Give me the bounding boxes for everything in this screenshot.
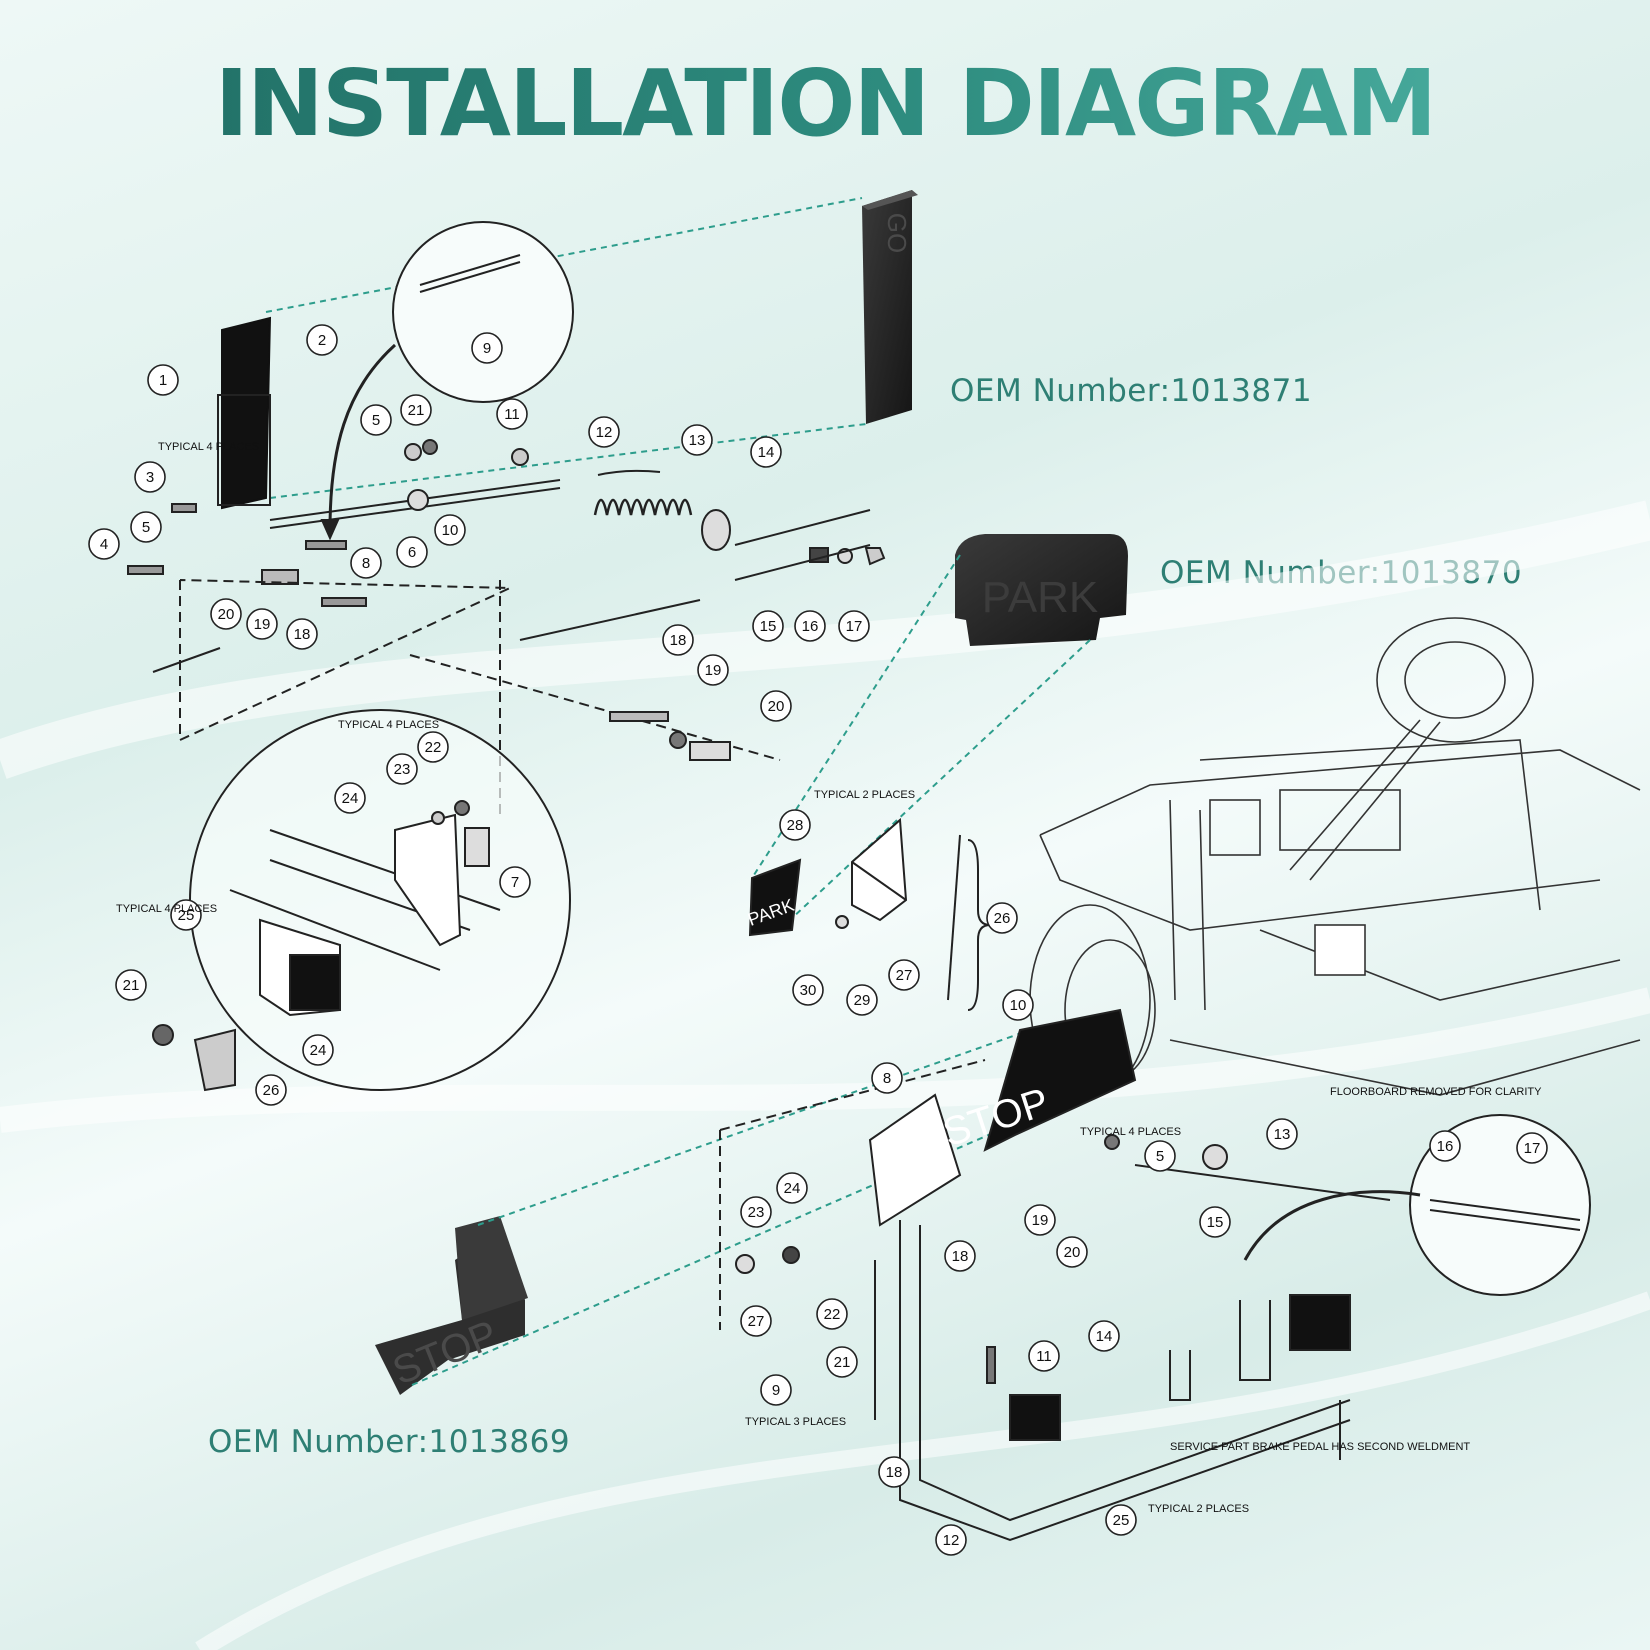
brake-assembly — [719, 1008, 1591, 1542]
svg-text:21: 21 — [123, 977, 140, 994]
svg-text:19: 19 — [705, 662, 722, 679]
svg-text:TYPICAL 4 PLACES: TYPICAL 4 PLACES — [116, 903, 217, 915]
accelerator-callout-numbers: 1 2 3 4 5 5 6 8 9 10 11 12 13 14 15 16 1… — [100, 332, 863, 1099]
svg-text:TYPICAL 4 PLACES: TYPICAL 4 PLACES — [158, 441, 259, 453]
stop-leader-lines — [411, 1029, 1031, 1386]
brake-notes: TYPICAL 4 PLACES TYPICAL 3 PLACES SERVIC… — [745, 1126, 1470, 1515]
park-callout-numbers: 28 26 27 29 30 — [787, 817, 1011, 1009]
svg-text:25: 25 — [1113, 1512, 1130, 1529]
park-pedal-photo: PARK — [955, 534, 1128, 646]
svg-text:15: 15 — [760, 618, 777, 635]
svg-text:20: 20 — [768, 698, 785, 715]
svg-text:12: 12 — [943, 1532, 960, 1549]
park-pedal-embossed-text: PARK — [982, 573, 1099, 622]
golf-cart-outline — [1029, 617, 1641, 1096]
svg-text:4: 4 — [100, 536, 108, 553]
svg-text:18: 18 — [294, 626, 311, 643]
svg-text:14: 14 — [1096, 1328, 1113, 1345]
svg-text:19: 19 — [254, 616, 271, 633]
svg-text:30: 30 — [800, 982, 817, 999]
brake-callouts — [740, 989, 1548, 1556]
svg-text:5: 5 — [1156, 1148, 1164, 1165]
svg-text:14: 14 — [758, 444, 775, 461]
park-note: TYPICAL 2 PLACES — [814, 789, 915, 801]
svg-text:3: 3 — [146, 469, 154, 486]
svg-text:19: 19 — [1032, 1212, 1049, 1229]
svg-text:8: 8 — [362, 555, 370, 572]
svg-text:18: 18 — [886, 1464, 903, 1481]
svg-text:18: 18 — [952, 1248, 969, 1265]
svg-text:11: 11 — [1036, 1348, 1052, 1365]
accelerator-notes: TYPICAL 4 PLACES TYPICAL 4 PLACES TYPICA… — [116, 441, 439, 915]
svg-text:9: 9 — [483, 340, 491, 357]
stop-pedal-photo: STOP — [375, 1216, 528, 1395]
svg-text:12: 12 — [596, 424, 613, 441]
svg-text:27: 27 — [748, 1313, 765, 1330]
svg-text:24: 24 — [342, 790, 359, 807]
svg-text:22: 22 — [425, 739, 442, 756]
svg-text:28: 28 — [787, 817, 804, 834]
svg-text:TYPICAL 2 PLACES: TYPICAL 2 PLACES — [1148, 1503, 1249, 1515]
accelerator-callouts — [88, 324, 870, 1106]
svg-text:TYPICAL 4 PLACES: TYPICAL 4 PLACES — [338, 719, 439, 731]
svg-text:5: 5 — [142, 519, 150, 536]
svg-text:21: 21 — [834, 1354, 851, 1371]
svg-text:25: 25 — [178, 907, 195, 924]
svg-text:27: 27 — [896, 967, 913, 984]
svg-text:22: 22 — [824, 1306, 841, 1323]
svg-text:5: 5 — [372, 412, 380, 429]
svg-text:18: 18 — [670, 632, 687, 649]
svg-text:23: 23 — [748, 1204, 765, 1221]
svg-text:17: 17 — [846, 618, 863, 635]
svg-text:26: 26 — [263, 1082, 280, 1099]
svg-text:26: 26 — [994, 910, 1011, 927]
svg-text:6: 6 — [408, 544, 416, 561]
floorboard-note: FLOORBOARD REMOVED FOR CLARITY — [1330, 1086, 1542, 1098]
svg-text:7: 7 — [511, 874, 519, 891]
background-swoosh — [0, 500, 1650, 1650]
svg-text:13: 13 — [689, 432, 706, 449]
go-pedal-photo: GO — [862, 190, 918, 424]
accelerator-assembly — [127, 221, 886, 1092]
svg-text:17: 17 — [1524, 1140, 1541, 1157]
svg-text:TYPICAL 4 PLACES: TYPICAL 4 PLACES — [1080, 1126, 1181, 1138]
svg-text:29: 29 — [854, 992, 871, 1009]
svg-text:10: 10 — [442, 522, 459, 539]
svg-text:10: 10 — [1010, 997, 1027, 1014]
oem-number-stop-pedal: OEM Number:1013869 — [208, 1424, 571, 1460]
svg-text:16: 16 — [1437, 1138, 1454, 1155]
svg-text:SERVICE PART BRAKE PEDAL HAS S: SERVICE PART BRAKE PEDAL HAS SECOND WELD… — [1170, 1441, 1470, 1453]
svg-text:9: 9 — [772, 1382, 780, 1399]
svg-text:23: 23 — [394, 761, 411, 778]
svg-text:21: 21 — [408, 402, 425, 419]
svg-text:24: 24 — [310, 1042, 327, 1059]
svg-text:2: 2 — [318, 332, 326, 349]
svg-text:8: 8 — [883, 1070, 891, 1087]
svg-text:11: 11 — [504, 406, 520, 423]
svg-text:15: 15 — [1207, 1214, 1224, 1231]
park-callouts — [779, 809, 1018, 1016]
go-pedal-embossed-text: GO — [882, 213, 912, 253]
oem-number-go-pedal: OEM Number:1013871 — [950, 373, 1313, 409]
svg-text:FLOORBOARD REMOVED FOR CLARITY: FLOORBOARD REMOVED FOR CLARITY — [1330, 1086, 1542, 1098]
svg-text:16: 16 — [802, 618, 819, 635]
svg-text:20: 20 — [1064, 1244, 1081, 1261]
brake-callout-numbers: 10 8 5 13 16 17 15 24 23 19 20 18 27 22 … — [748, 997, 1541, 1549]
svg-text:TYPICAL 3 PLACES: TYPICAL 3 PLACES — [745, 1416, 846, 1428]
svg-text:13: 13 — [1274, 1126, 1291, 1143]
svg-text:24: 24 — [784, 1180, 801, 1197]
page-title: INSTALLATION DIAGRAM — [0, 50, 1650, 157]
svg-text:20: 20 — [218, 606, 235, 623]
svg-text:1: 1 — [159, 372, 167, 389]
